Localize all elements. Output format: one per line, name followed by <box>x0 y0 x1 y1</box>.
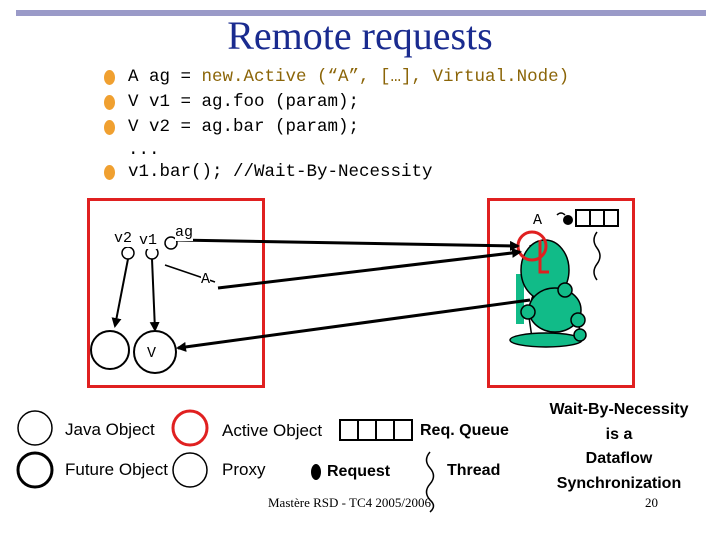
code-line-1: A ag = new.Active (“A”, […], Virtual.Nod… <box>128 65 569 90</box>
label-v1: v1 <box>139 232 158 249</box>
thread-legend-icon <box>425 451 435 513</box>
label-request-a: A <box>201 271 211 288</box>
code-line-2: V v1 = ag.foo (param); <box>128 92 360 112</box>
bullet-icon <box>104 70 115 85</box>
slide-title: Remote requests <box>227 13 493 58</box>
page-number: 20 <box>645 495 658 510</box>
label-ag: ag <box>175 224 194 241</box>
queue-cell-icon <box>393 419 413 441</box>
wait-by-necessity-note: Wait-By-Necessity is a Dataflow Synchron… <box>540 398 698 496</box>
passive-object-node <box>520 304 536 320</box>
bullet-icon <box>104 165 115 180</box>
label-v2: v2 <box>114 230 133 247</box>
active-object-graph <box>509 230 587 348</box>
caller-activity-frame <box>87 198 265 388</box>
queue-cell-icon <box>339 419 359 441</box>
future-object-icon <box>16 451 54 489</box>
proxy-icon <box>172 452 208 488</box>
bullet-icon <box>104 95 115 110</box>
active-object-link <box>538 240 549 274</box>
active-object-node <box>509 332 583 348</box>
legend-shapes <box>16 409 435 513</box>
code-line-1-plain: A ag = <box>128 67 202 87</box>
request-icon <box>311 464 321 480</box>
active-object-body <box>516 274 524 324</box>
request-token-icon <box>563 215 573 225</box>
request-arrows <box>164 238 531 352</box>
code-line-5: v1.bar(); //Wait-By-Necessity <box>128 162 433 182</box>
future-object-v2 <box>90 330 130 370</box>
passive-object-node <box>570 312 586 328</box>
caller-objects <box>90 236 178 374</box>
label-future-v: V <box>147 345 157 362</box>
title-bar-decoration <box>16 10 706 16</box>
request-queue <box>556 209 619 281</box>
legend-thread: Thread <box>447 462 501 479</box>
legend-java-object: Java Object <box>65 420 155 439</box>
legend-req-queue: Req. Queue <box>420 422 509 439</box>
ag-proxy <box>164 236 178 250</box>
wbn-line-1: Wait-By-Necessity <box>549 401 689 418</box>
legend-future-object: Future Object <box>65 460 168 479</box>
legend-request: Request <box>327 463 391 480</box>
label-active-a: A <box>533 212 543 229</box>
active-object-icon <box>171 409 209 447</box>
bullet-icon <box>104 120 115 135</box>
wbn-line-4: Synchronization <box>556 474 682 492</box>
passive-object-node <box>573 328 587 342</box>
queue-cell-icon <box>375 419 395 441</box>
thread-icon <box>593 231 601 281</box>
legend-active-object: Active Object <box>222 421 323 440</box>
passive-object-node <box>557 282 573 298</box>
footer-course: Mastère RSD - TC4 2005/2006 <box>268 495 431 510</box>
legend-proxy: Proxy <box>222 460 266 479</box>
code-line-1-highlight: new.Active (“A”, […], Virtual.Node) <box>201 67 570 87</box>
queue-cell-icon <box>357 419 377 441</box>
active-object-activity-frame <box>487 198 635 388</box>
code-line-3: V v2 = ag.bar (param); <box>128 117 360 137</box>
wbn-line-2: is a <box>605 425 633 443</box>
v2-proxy <box>121 246 135 260</box>
code-line-4: ... <box>128 140 160 160</box>
java-object-icon <box>17 410 53 446</box>
wbn-line-3: Dataflow <box>585 450 653 467</box>
